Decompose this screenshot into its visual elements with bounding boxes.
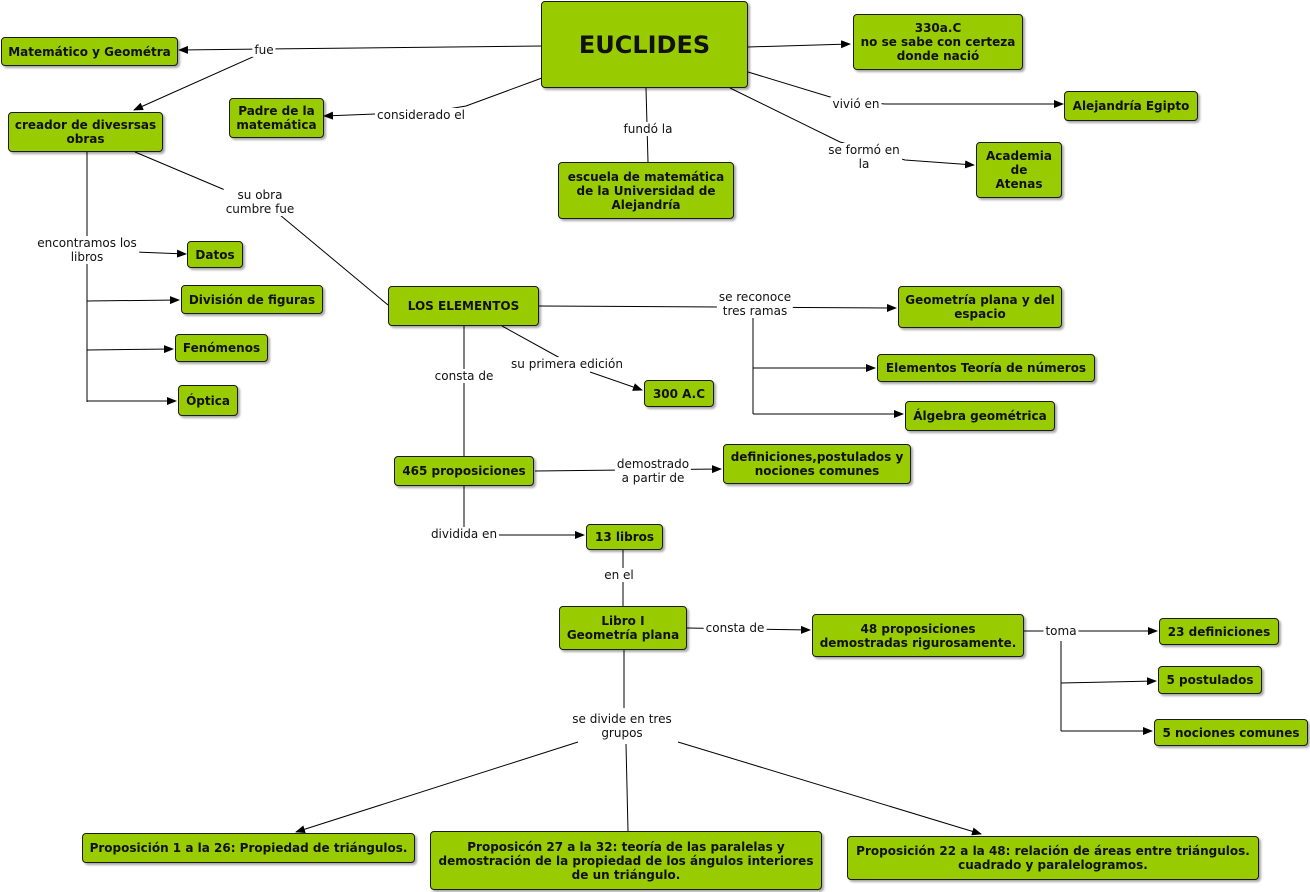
node-5-postulados[interactable]: 5 postulados: [1158, 666, 1262, 694]
label-en-el: en el: [602, 568, 636, 582]
connector-fue-creador: [133, 55, 256, 111]
label-formo: se formó en la: [826, 143, 902, 171]
node-matematico[interactable]: Matemático y Geométra: [1, 37, 178, 66]
node-division[interactable]: División de figuras: [181, 285, 323, 314]
node-13-libros[interactable]: 13 libros: [586, 524, 663, 550]
node-48-proposiciones[interactable]: 48 proposiciones demostradas rigurosamen…: [812, 614, 1024, 657]
node-creador[interactable]: creador de divesrsas obras: [8, 112, 163, 152]
node-teoria[interactable]: Elementos Teoría de números: [877, 354, 1095, 382]
node-libro-1[interactable]: Libro I Geometría plana: [559, 606, 687, 650]
connector-primera-a: [501, 325, 561, 359]
node-grupo-1[interactable]: Proposición 1 a la 26: Propiedad de triá…: [82, 833, 415, 863]
label-vivio: vivió en: [830, 97, 882, 111]
node-padre[interactable]: Padre de la matemática: [229, 98, 324, 138]
connector-grupo1: [295, 741, 579, 834]
node-academia[interactable]: Academia de Atenas: [976, 142, 1062, 198]
connector-fecha: [747, 40, 851, 49]
node-5-nociones[interactable]: 5 nociones comunes: [1154, 719, 1308, 746]
node-465-proposiciones[interactable]: 465 proposiciones: [394, 456, 534, 486]
node-algebra[interactable]: Álgebra geométrica: [905, 401, 1055, 431]
label-divide: se divide en tres grupos: [570, 712, 674, 740]
node-datos[interactable]: Datos: [187, 241, 243, 268]
label-reconoce: se reconoce tres ramas: [716, 290, 794, 318]
label-fue: fue: [252, 43, 276, 57]
node-alejandria[interactable]: Alejandría Egipto: [1064, 91, 1198, 121]
node-23-definiciones[interactable]: 23 definiciones: [1159, 618, 1279, 645]
connector-postulados: [1060, 677, 1157, 686]
connector-vivio: [747, 71, 1064, 108]
node-fenomenos[interactable]: Fenómenos: [175, 334, 268, 362]
label-consta-2: consta de: [703, 621, 767, 635]
node-definiciones-postulados[interactable]: definiciones,postulados y nociones comun…: [723, 444, 911, 484]
connector-division: [86, 296, 180, 305]
node-300ac[interactable]: 300 A.C: [644, 380, 714, 407]
label-considerado: considerado el: [375, 108, 467, 122]
connector-fenomenos: [86, 345, 174, 354]
connector-fue-matematico: [178, 45, 543, 54]
node-grupo-3[interactable]: Proposición 22 a la 48: relación de área…: [847, 836, 1259, 880]
connector-primera-b: [589, 371, 643, 391]
node-fecha[interactable]: 330a.C no se sabe con certeza donde naci…: [853, 14, 1023, 70]
node-optica[interactable]: Óptica: [178, 385, 238, 416]
label-primera: su primera edición: [509, 357, 625, 371]
connector-obra-a: [134, 151, 226, 191]
connector-obra-b: [279, 214, 389, 306]
label-obra: su obra cumbre fue: [223, 188, 297, 216]
node-grupo-2[interactable]: Proposicón 27 a la 32: teoría de las par…: [430, 831, 822, 890]
label-demostrado: demostrado a partir de: [614, 457, 692, 485]
label-fundo: fundó la: [621, 122, 675, 136]
label-consta-1: consta de: [432, 369, 496, 383]
connector-grupo2: [625, 743, 629, 832]
label-toma: toma: [1043, 624, 1079, 638]
connector-grupo3: [677, 741, 982, 836]
node-euclides[interactable]: EUCLIDES: [541, 1, 748, 88]
node-geometria[interactable]: Geometría plana y del espacio: [898, 286, 1062, 328]
label-encontramos: encontramos los libros: [35, 236, 139, 264]
connector-datos: [134, 249, 187, 258]
node-escuela[interactable]: escuela de matemática de la Universidad …: [558, 162, 734, 219]
node-elementos[interactable]: LOS ELEMENTOS: [388, 286, 539, 326]
label-dividida: dividida en: [428, 527, 500, 541]
